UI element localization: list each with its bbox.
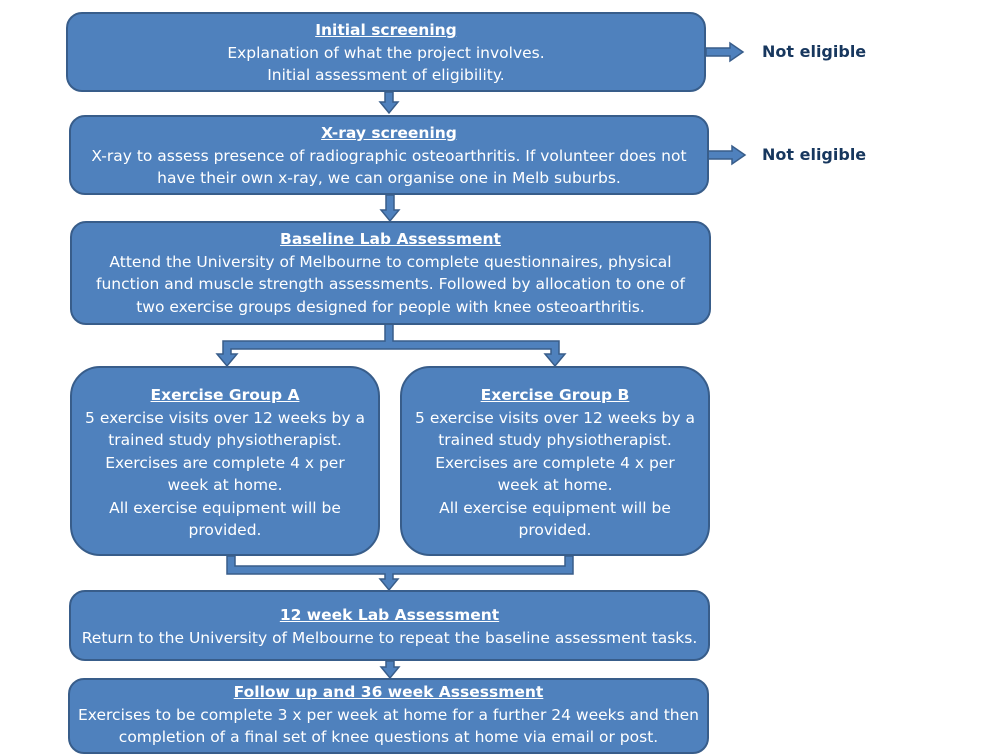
arrow-baseline-to-groups [215,323,567,368]
week12-assessment-box: 12 week Lab Assessment Return to the Uni… [69,590,710,661]
exercise-group-a-line: trained study physiotherapist. [108,431,342,449]
arrow-xray-to-baseline [379,194,401,223]
exercise-group-b-line: provided. [518,521,592,539]
exercise-group-a-title: Exercise Group A [150,386,300,404]
exercise-group-b-box: Exercise Group B 5 exercise visits over … [400,366,710,556]
exercise-group-b-line: week at home. [497,476,613,494]
arrow-initial-to-xray [378,91,400,115]
followup-assessment-box: Follow up and 36 week Assessment Exercis… [68,678,709,754]
xray-screening-line: have their own x-ray, we can organise on… [157,169,621,187]
xray-screening-title: X-ray screening [321,124,457,142]
exercise-group-a-line: All exercise equipment will be [109,498,341,517]
exercise-group-a-line: 5 exercise visits over 12 weeks by a [85,408,365,427]
followup-assessment-line: Exercises to be complete 3 x per week at… [78,705,699,724]
exercise-group-b-line: All exercise equipment will be [439,498,671,517]
initial-screening-title: Initial screening [315,21,457,39]
baseline-assessment-title: Baseline Lab Assessment [280,230,501,248]
exercise-group-b-line: trained study physiotherapist. [438,431,672,449]
arrow-initial-not-eligible [705,41,745,63]
exercise-group-a-line: provided. [188,521,262,539]
initial-screening-line: Initial assessment of eligibility. [267,66,505,84]
exercise-group-b-line: 5 exercise visits over 12 weeks by a [415,408,695,427]
exercise-group-b-title: Exercise Group B [480,386,630,404]
arrow-12week-to-followup [379,660,401,680]
week12-assessment-title: 12 week Lab Assessment [279,606,500,624]
arrow-xray-not-eligible [707,144,747,166]
baseline-assessment-line: two exercise groups designed for people … [136,297,645,316]
exercise-group-a-line: Exercises are complete 4 x per [105,453,345,472]
xray-screening-box: X-ray screening X-ray to assess presence… [69,115,709,195]
followup-assessment-title: Follow up and 36 week Assessment [233,683,544,701]
not-eligible-label-initial: Not eligible [762,42,867,61]
week12-assessment-line: Return to the University of Melbourne to… [81,628,698,647]
followup-assessment-line: completion of a final set of knee questi… [118,728,659,746]
not-eligible-label-xray: Not eligible [762,145,867,164]
exercise-group-b-line: Exercises are complete 4 x per [435,453,675,472]
exercise-group-a-box: Exercise Group A 5 exercise visits over … [70,366,380,556]
initial-screening-line: Explanation of what the project involves… [227,43,545,62]
baseline-assessment-line: Attend the University of Melbourne to co… [109,252,672,271]
baseline-assessment-line: function and muscle strength assessments… [96,275,685,293]
baseline-assessment-box: Baseline Lab Assessment Attend the Unive… [70,221,711,325]
exercise-group-a-line: week at home. [167,476,283,494]
initial-screening-box: Initial screening Explanation of what th… [66,12,706,92]
xray-screening-line: X-ray to assess presence of radiographic… [91,146,687,165]
arrow-groups-to-12week [226,555,574,592]
